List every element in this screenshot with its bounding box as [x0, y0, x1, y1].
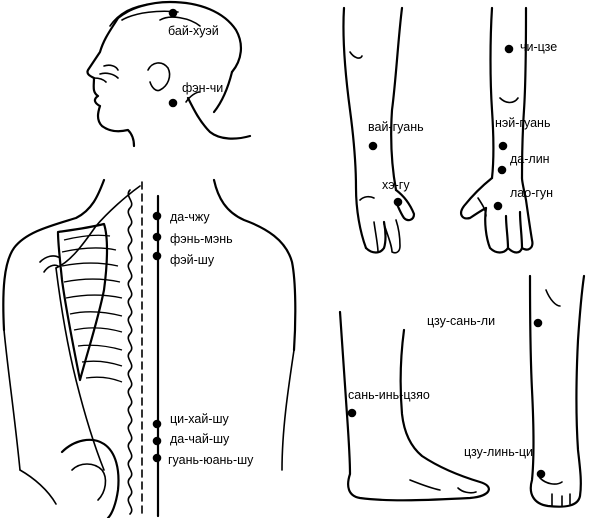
label-qi-ze: чи-цзе	[520, 40, 557, 54]
label-da-chang-shu: да-чай-шу	[170, 432, 230, 446]
label-wai-guan: вай-гуань	[368, 120, 424, 134]
label-lao-gong: лао-гун	[510, 186, 553, 200]
forearm-palm-figure	[460, 6, 534, 254]
forearm-dorsal-figure	[342, 6, 416, 254]
point-dot-lao-gong	[493, 201, 503, 211]
point-dot-da-zhu	[152, 211, 162, 221]
point-dot-nei-guan	[498, 141, 508, 151]
label-san-yin-jiao: сань-инь-цзяо	[348, 388, 430, 402]
point-dot-feng-chi	[168, 98, 178, 108]
point-dot-guan-yuan-shu	[152, 453, 162, 463]
point-dot-qi-ze	[504, 44, 514, 54]
head-figure	[86, 0, 252, 148]
point-dot-qi-hai-shu	[152, 419, 162, 429]
point-dot-san-yin-jiao	[347, 408, 357, 418]
point-dot-he-gu	[393, 197, 403, 207]
point-dot-wai-guan	[368, 141, 378, 151]
back-figure	[2, 178, 297, 518]
point-dot-zu-lin-qi	[536, 469, 546, 479]
label-da-ling: да-лин	[510, 152, 550, 166]
label-guan-yuan-shu: гуань-юань-шу	[168, 453, 254, 467]
label-he-gu: хэ-гу	[382, 178, 410, 192]
label-qi-hai-shu: ци-хай-шу	[170, 412, 230, 426]
point-dot-bai-hui	[168, 8, 178, 18]
label-feng-men: фэнь-мэнь	[170, 232, 233, 246]
label-zu-lin-qi: цзу-линь-ци	[464, 445, 533, 459]
point-dot-zu-san-li	[533, 318, 543, 328]
legs-figure	[338, 274, 586, 508]
label-feng-chi: фэн-чи	[182, 81, 223, 95]
point-dot-feng-men	[152, 232, 162, 242]
label-fei-shu: фэй-шу	[170, 253, 215, 267]
label-zu-san-li: цзу-сань-ли	[427, 314, 495, 328]
point-dot-da-ling	[497, 165, 507, 175]
label-nei-guan: нэй-гуань	[495, 116, 550, 130]
label-da-zhu: да-чжу	[170, 210, 210, 224]
point-dot-da-chang-shu	[152, 436, 162, 446]
point-dot-fei-shu	[152, 251, 162, 261]
label-bai-hui: бай-хуэй	[168, 24, 219, 38]
